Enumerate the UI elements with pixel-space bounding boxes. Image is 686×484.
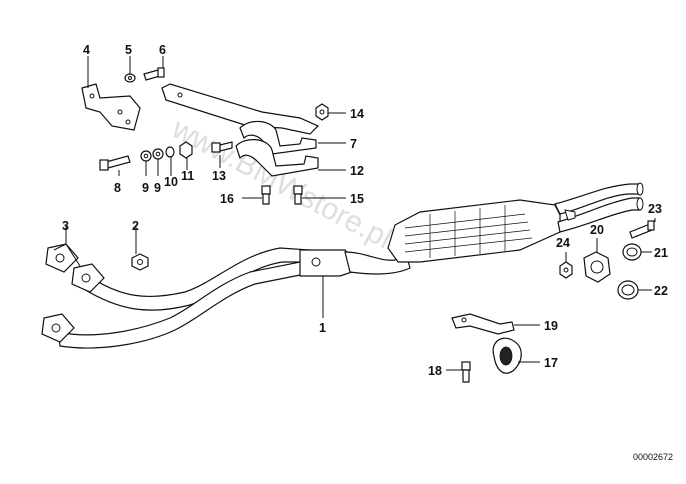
callout-16: 16: [220, 192, 234, 206]
washer-9b: [152, 148, 164, 160]
leader-lines: [53, 56, 656, 371]
bracket-4: [81, 83, 141, 131]
callout-4: 4: [83, 43, 90, 57]
callout-11: 11: [181, 169, 194, 183]
callout-8: 8: [114, 181, 121, 195]
clamp-12: [235, 139, 319, 177]
nut-24: [559, 261, 573, 279]
bolt-23: [629, 220, 655, 239]
callout-14: 14: [350, 107, 364, 121]
callout-3: 3: [62, 219, 69, 233]
nut-2: [131, 253, 149, 271]
ring-20: [583, 251, 611, 283]
callout-12: 12: [350, 164, 364, 178]
watermark-text: www.BMWstore.pl: [166, 112, 397, 256]
callout-21: 21: [654, 246, 668, 260]
callout-9a: 9: [142, 181, 149, 195]
callout-19: 19: [544, 319, 558, 333]
nut-14: [315, 103, 329, 121]
callout-15: 15: [350, 192, 364, 206]
callout-5: 5: [125, 43, 132, 57]
rubber-mount-17: [492, 337, 522, 374]
exhaust-pipe-assembly: [57, 182, 644, 349]
callout-13: 13: [212, 169, 226, 183]
bolt-6: [143, 67, 165, 81]
lock-washer-10: [165, 146, 175, 158]
hanger-19: [451, 313, 515, 335]
bolt-16: [261, 185, 271, 205]
callout-6: 6: [159, 43, 166, 57]
callout-2: 2: [132, 219, 139, 233]
callout-7: 7: [350, 137, 357, 151]
callout-23: 23: [648, 202, 662, 216]
bolt-18: [461, 361, 471, 383]
bolt-8: [99, 155, 131, 171]
bolt-13: [211, 141, 233, 153]
reference-number: 00002672: [633, 452, 673, 462]
gasket-22: [617, 280, 639, 300]
gasket-21: [622, 243, 642, 261]
callout-18: 18: [428, 364, 442, 378]
callout-10: 10: [164, 175, 178, 189]
callout-20: 20: [590, 223, 604, 237]
callout-22: 22: [654, 284, 668, 298]
nut-11: [179, 141, 193, 159]
callout-9b: 9: [154, 181, 161, 195]
bolt-15: [293, 185, 303, 205]
washer-5: [124, 73, 136, 83]
callout-1: 1: [319, 321, 326, 335]
washer-9a: [140, 150, 152, 162]
callout-24: 24: [556, 236, 570, 250]
callout-labels: 1 2 3 4 5 6 7 8 9 9 10 11 12 13 14 15 16…: [62, 43, 668, 378]
callout-17: 17: [544, 356, 558, 370]
hanger-bracket-7: [161, 83, 320, 155]
